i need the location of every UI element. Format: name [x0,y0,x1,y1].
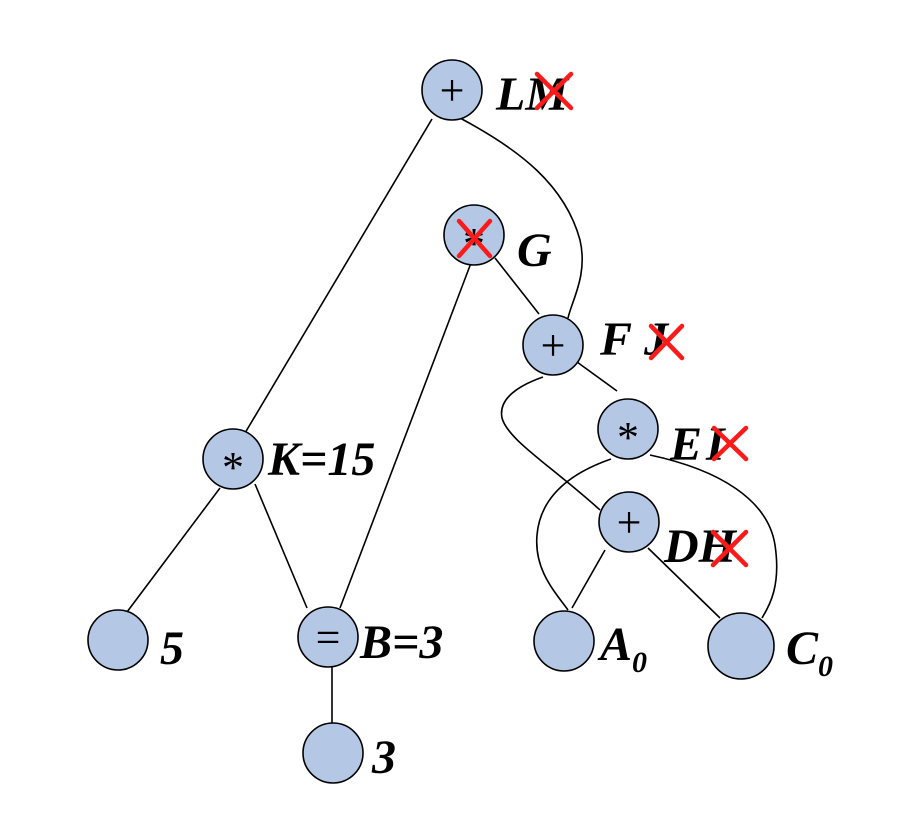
strike-x-mark [456,218,493,259]
node-circle [707,612,775,680]
operator-symbol: * [222,443,244,492]
node-mul-k: * K=15 [202,428,375,492]
node-name-label: A0 [597,618,647,679]
edge-plus-top-to-plus-f [459,117,584,319]
node-circle [202,428,264,490]
edge-plus-d-to-leaf-c0 [647,547,721,619]
node-circle [302,722,364,784]
node-circle [598,491,660,553]
node-name-label: G [517,224,552,277]
node-plus-d: + DH [598,491,749,573]
edge-plus-top-to-mul-k [244,118,433,434]
strike-x-mark [648,323,685,361]
edge-mul-k-to-assign-b [254,483,308,609]
edges [126,117,778,724]
node-name-label: K=15 [267,433,375,486]
strike-x-mark [710,529,749,568]
node-leaf-5: 5 [87,609,184,675]
node-leaf-a0: A0 [533,610,647,679]
node-assign-b: = B=3 [297,606,443,669]
node-mul-e: * EI [597,398,749,471]
strike-x-mark [711,425,749,462]
node-name-label: B=3 [359,616,443,669]
edge-plus-f-to-plus-d [500,376,601,511]
node-leaf-3: 3 [302,722,396,784]
edge-mul-e-to-leaf-c0 [649,454,778,619]
edge-plus-d-to-leaf-a0 [571,549,606,609]
operator-symbol: + [617,498,642,547]
operator-symbol: + [541,321,566,370]
node-name-label: C0 [786,622,833,683]
node-circle [87,609,149,671]
node-leaf-c0: C0 [707,612,833,683]
edge-mul-e-to-leaf-a0 [535,458,612,611]
node-name-label: 3 [371,731,396,784]
edge-plus-f-to-mul-e [576,361,618,392]
edge-mul-g-to-plus-f [494,257,540,315]
node-plus-top: + LM [421,59,574,121]
node-circle [297,606,359,668]
node-name-label: EI [669,418,727,471]
node-mul-g: * G [443,204,552,277]
node-circle [421,59,483,121]
operator-symbol: = [316,613,341,662]
node-circle [597,398,659,460]
operator-symbol: + [440,66,465,115]
node-name-label: 5 [160,622,184,675]
node-circle [522,314,584,376]
operator-symbol: * [617,413,639,462]
node-circle [533,610,595,672]
edge-mul-g-to-assign-b [339,262,472,609]
edge-mul-k-to-leaf-5 [126,487,221,613]
strike-x-mark [534,71,574,111]
